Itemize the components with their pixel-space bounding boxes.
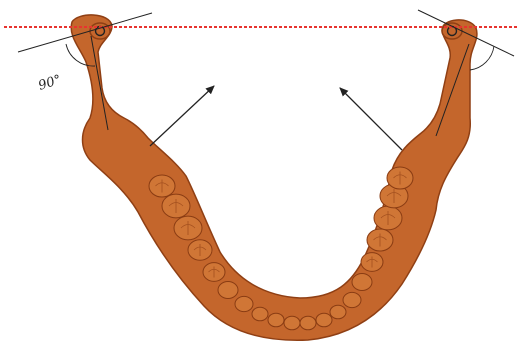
tooth [316,313,332,327]
right-condyle [442,23,462,39]
right-arrow [340,88,402,150]
tooth [218,282,238,299]
left-arrow [150,86,214,146]
tooth [330,305,346,319]
tooth [268,313,284,327]
angle-label: 90° [37,72,64,93]
tooth [284,316,300,330]
right-right-angle-arc [470,46,494,70]
tooth [343,292,361,307]
mandible-body [71,15,477,340]
left-condyle [90,23,110,39]
tooth [300,316,316,330]
tooth [352,274,372,291]
tooth [252,307,268,321]
tooth [235,296,253,311]
